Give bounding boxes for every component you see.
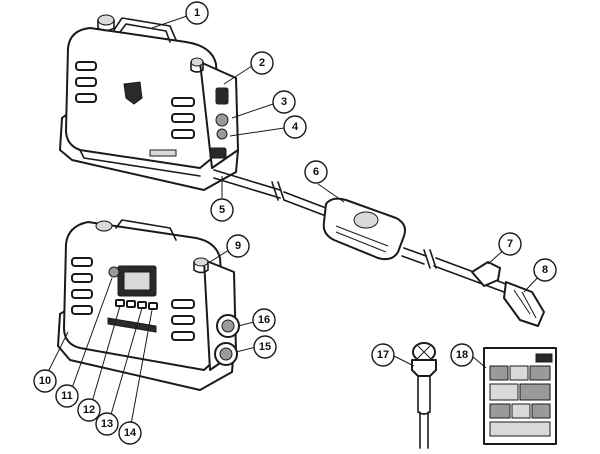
svg-text:9: 9: [235, 240, 241, 252]
svg-text:10: 10: [39, 375, 51, 387]
hose-connector: [503, 281, 545, 327]
brand-label: [107, 317, 157, 333]
hose-clip: [471, 261, 501, 287]
svg-text:6: 6: [313, 166, 319, 178]
callout-9: 9: [226, 234, 250, 258]
callout-8: 8: [533, 258, 557, 282]
svg-text:11: 11: [61, 390, 73, 402]
svg-text:15: 15: [259, 341, 271, 353]
pump-unit-rear: [59, 14, 239, 191]
svg-text:18: 18: [456, 349, 468, 361]
callout-16: 16: [252, 308, 276, 332]
svg-text:2: 2: [259, 57, 265, 69]
callout-6: 6: [304, 160, 328, 184]
callout-2: 2: [250, 51, 274, 75]
inline-filter: [322, 197, 406, 261]
callout-17: 17: [371, 343, 395, 367]
svg-text:17: 17: [377, 349, 389, 361]
operator-manual: [483, 347, 557, 445]
svg-text:16: 16: [258, 314, 270, 326]
control-button: [126, 300, 136, 308]
callout-7: 7: [498, 232, 522, 256]
callout-3: 3: [272, 90, 296, 114]
svg-text:4: 4: [292, 121, 299, 133]
control-button: [148, 302, 158, 310]
svg-text:12: 12: [83, 404, 95, 416]
callout-15: 15: [253, 335, 277, 359]
svg-text:5: 5: [219, 204, 225, 216]
svg-text:13: 13: [101, 418, 113, 430]
callout-13: 13: [95, 412, 119, 436]
svg-text:1: 1: [194, 7, 200, 19]
pump-unit-front: [57, 219, 240, 391]
brand-logo-icon: [123, 81, 143, 105]
callout-12: 12: [77, 398, 101, 422]
filter-plug: [411, 342, 437, 449]
svg-text:7: 7: [507, 238, 513, 250]
control-button: [115, 299, 125, 307]
callout-1: 1: [185, 1, 209, 25]
callout-14: 14: [118, 421, 142, 445]
callout-5: 5: [210, 198, 234, 222]
callout-18: 18: [450, 343, 474, 367]
svg-text:3: 3: [281, 96, 287, 108]
callout-4: 4: [283, 115, 307, 139]
callout-10: 10: [33, 369, 57, 393]
hose-assembly: [213, 169, 545, 327]
svg-text:14: 14: [124, 427, 137, 439]
svg-text:8: 8: [542, 264, 548, 276]
callout-11: 11: [55, 384, 79, 408]
control-button: [137, 301, 147, 309]
